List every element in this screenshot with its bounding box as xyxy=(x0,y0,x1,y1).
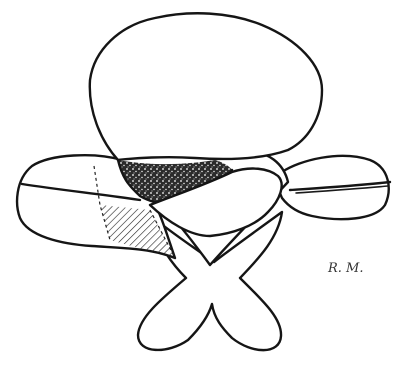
artist-signature: R. M. xyxy=(327,261,364,276)
vertebral-body xyxy=(90,13,322,160)
